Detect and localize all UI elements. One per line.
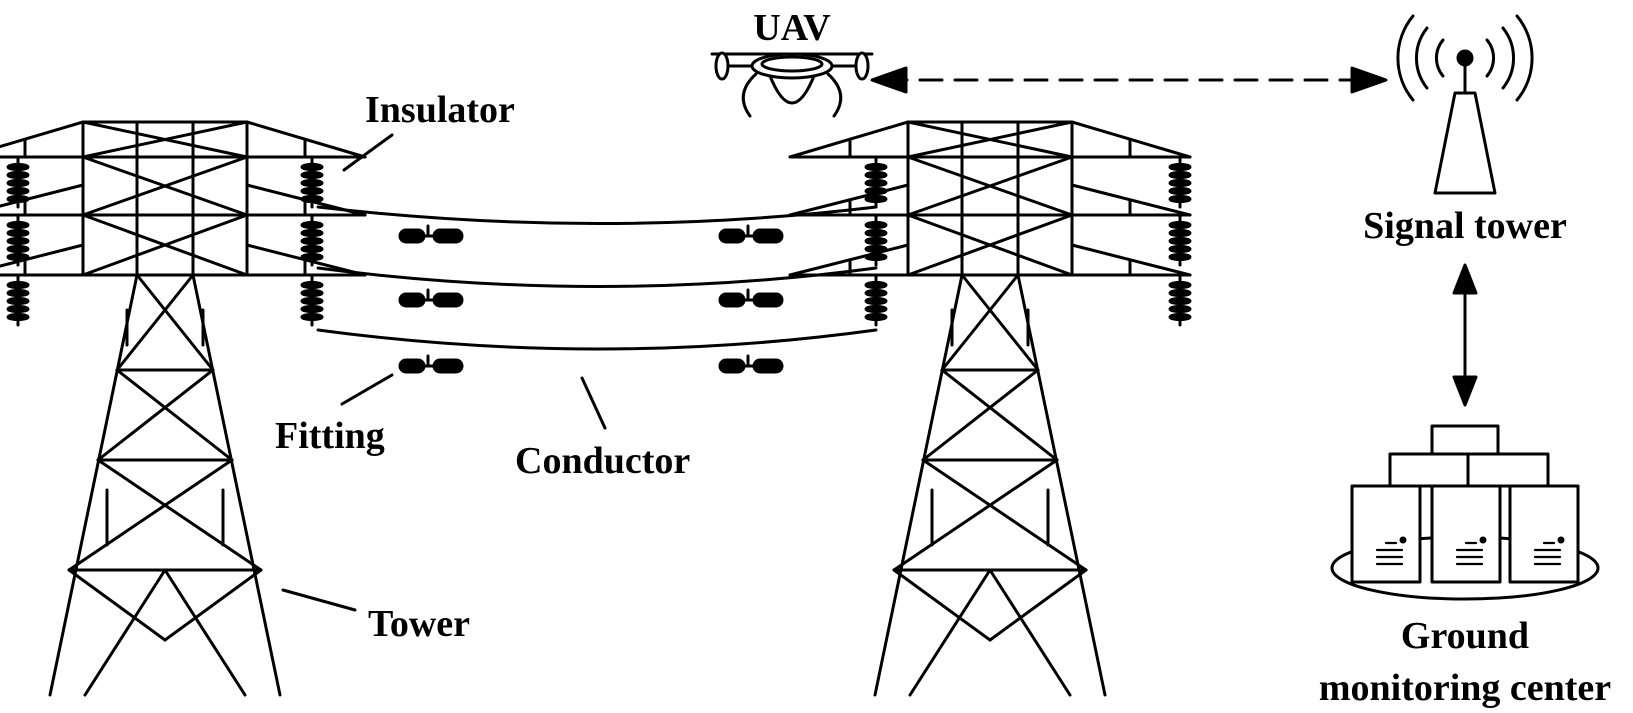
server-icon: [1430, 484, 1502, 584]
ground-monitoring-center: [1330, 424, 1600, 601]
leader-lines: [281, 133, 607, 612]
insulator-label: Insulator: [365, 89, 515, 131]
tower-label: Tower: [368, 603, 470, 645]
conductor-label: Conductor: [515, 440, 690, 482]
wireless-link-arrow: [870, 66, 1388, 94]
insulator-leader: [342, 133, 394, 172]
server-icon: [1508, 484, 1580, 584]
backhaul-link-arrow: [1452, 263, 1478, 407]
server-icon: [1350, 484, 1422, 584]
signal-tower-icon: [1396, 14, 1534, 195]
fitting-label: Fitting: [275, 415, 385, 457]
ground-center-label-line1: Ground: [1401, 615, 1529, 657]
right-transmission-tower: [788, 120, 1192, 697]
ground-center-label-line2: monitoring center: [1319, 667, 1611, 709]
left-transmission-tower: [0, 120, 367, 697]
signal-tower-label: Signal tower: [1363, 205, 1567, 247]
uav-drone-icon: [710, 51, 874, 118]
uav-label: UAV: [753, 7, 831, 49]
conductors: [316, 205, 878, 351]
fitting-leader: [340, 373, 394, 406]
conductor-middle: [316, 266, 878, 288]
tower-leader: [281, 588, 357, 612]
conductor-top: [316, 205, 878, 225]
conductor-leader: [580, 376, 607, 430]
conductor-bottom: [316, 328, 878, 351]
